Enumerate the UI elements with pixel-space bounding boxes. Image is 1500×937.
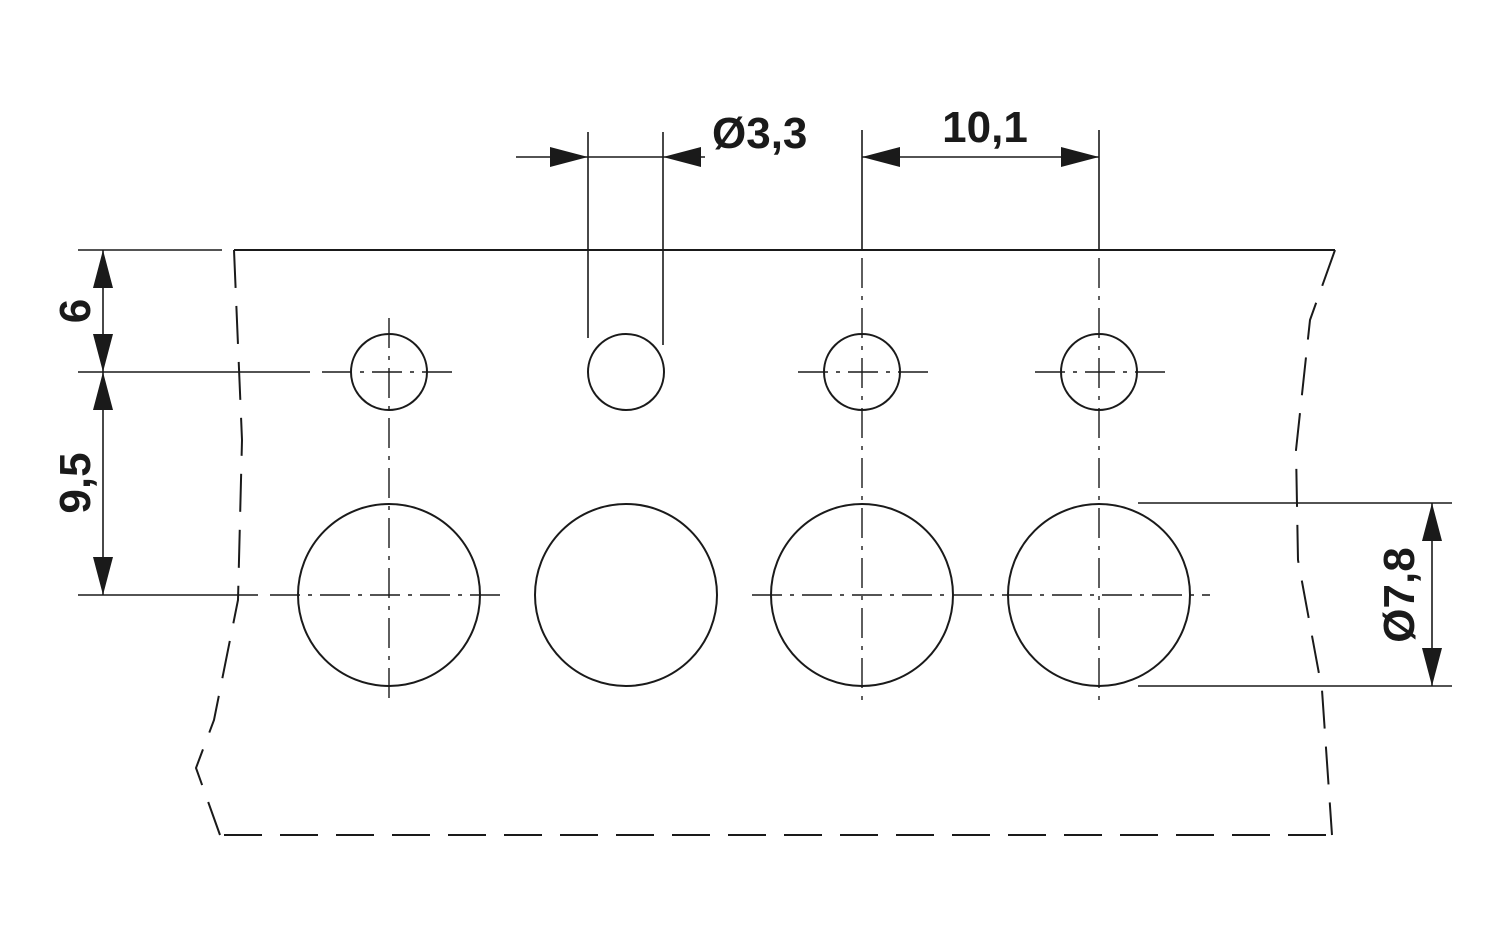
small-hole <box>1060 333 1138 411</box>
arrowhead <box>1061 147 1099 167</box>
small-hole-diameter-label: Ø3,3 <box>712 109 807 158</box>
arrowhead <box>550 147 588 167</box>
dimension-small-hole-diameter: Ø3,3 <box>516 109 807 345</box>
arrowhead <box>93 334 113 372</box>
arrowhead <box>862 147 900 167</box>
dimension-pitch: 10,1 <box>861 103 1100 250</box>
small-hole <box>823 333 901 411</box>
top-offset-label: 6 <box>51 299 100 323</box>
small-hole <box>587 333 665 411</box>
arrowhead <box>1422 503 1442 541</box>
board-right-break-line <box>1294 249 1336 836</box>
row-spacing-label: 9,5 <box>51 452 100 513</box>
large-holes <box>297 503 1191 687</box>
large-hole <box>1007 503 1191 687</box>
arrowhead <box>93 372 113 410</box>
large-hole <box>770 503 954 687</box>
large-hole-diameter-label: Ø7,8 <box>1375 547 1424 642</box>
arrowhead <box>93 557 113 595</box>
board-outline <box>194 249 1336 836</box>
large-hole <box>534 503 718 687</box>
dimension-large-hole-diameter: Ø7,8 <box>1138 502 1452 687</box>
centerlines <box>270 258 1210 700</box>
arrowhead <box>1422 648 1442 686</box>
small-hole <box>350 333 428 411</box>
board-left-break-line <box>194 249 244 836</box>
large-hole <box>297 503 481 687</box>
arrowhead <box>93 250 113 288</box>
arrowhead <box>663 147 701 167</box>
pitch-label: 10,1 <box>942 103 1028 152</box>
small-holes <box>350 333 1138 411</box>
dimension-left-vertical: 6 9,5 <box>51 249 310 596</box>
